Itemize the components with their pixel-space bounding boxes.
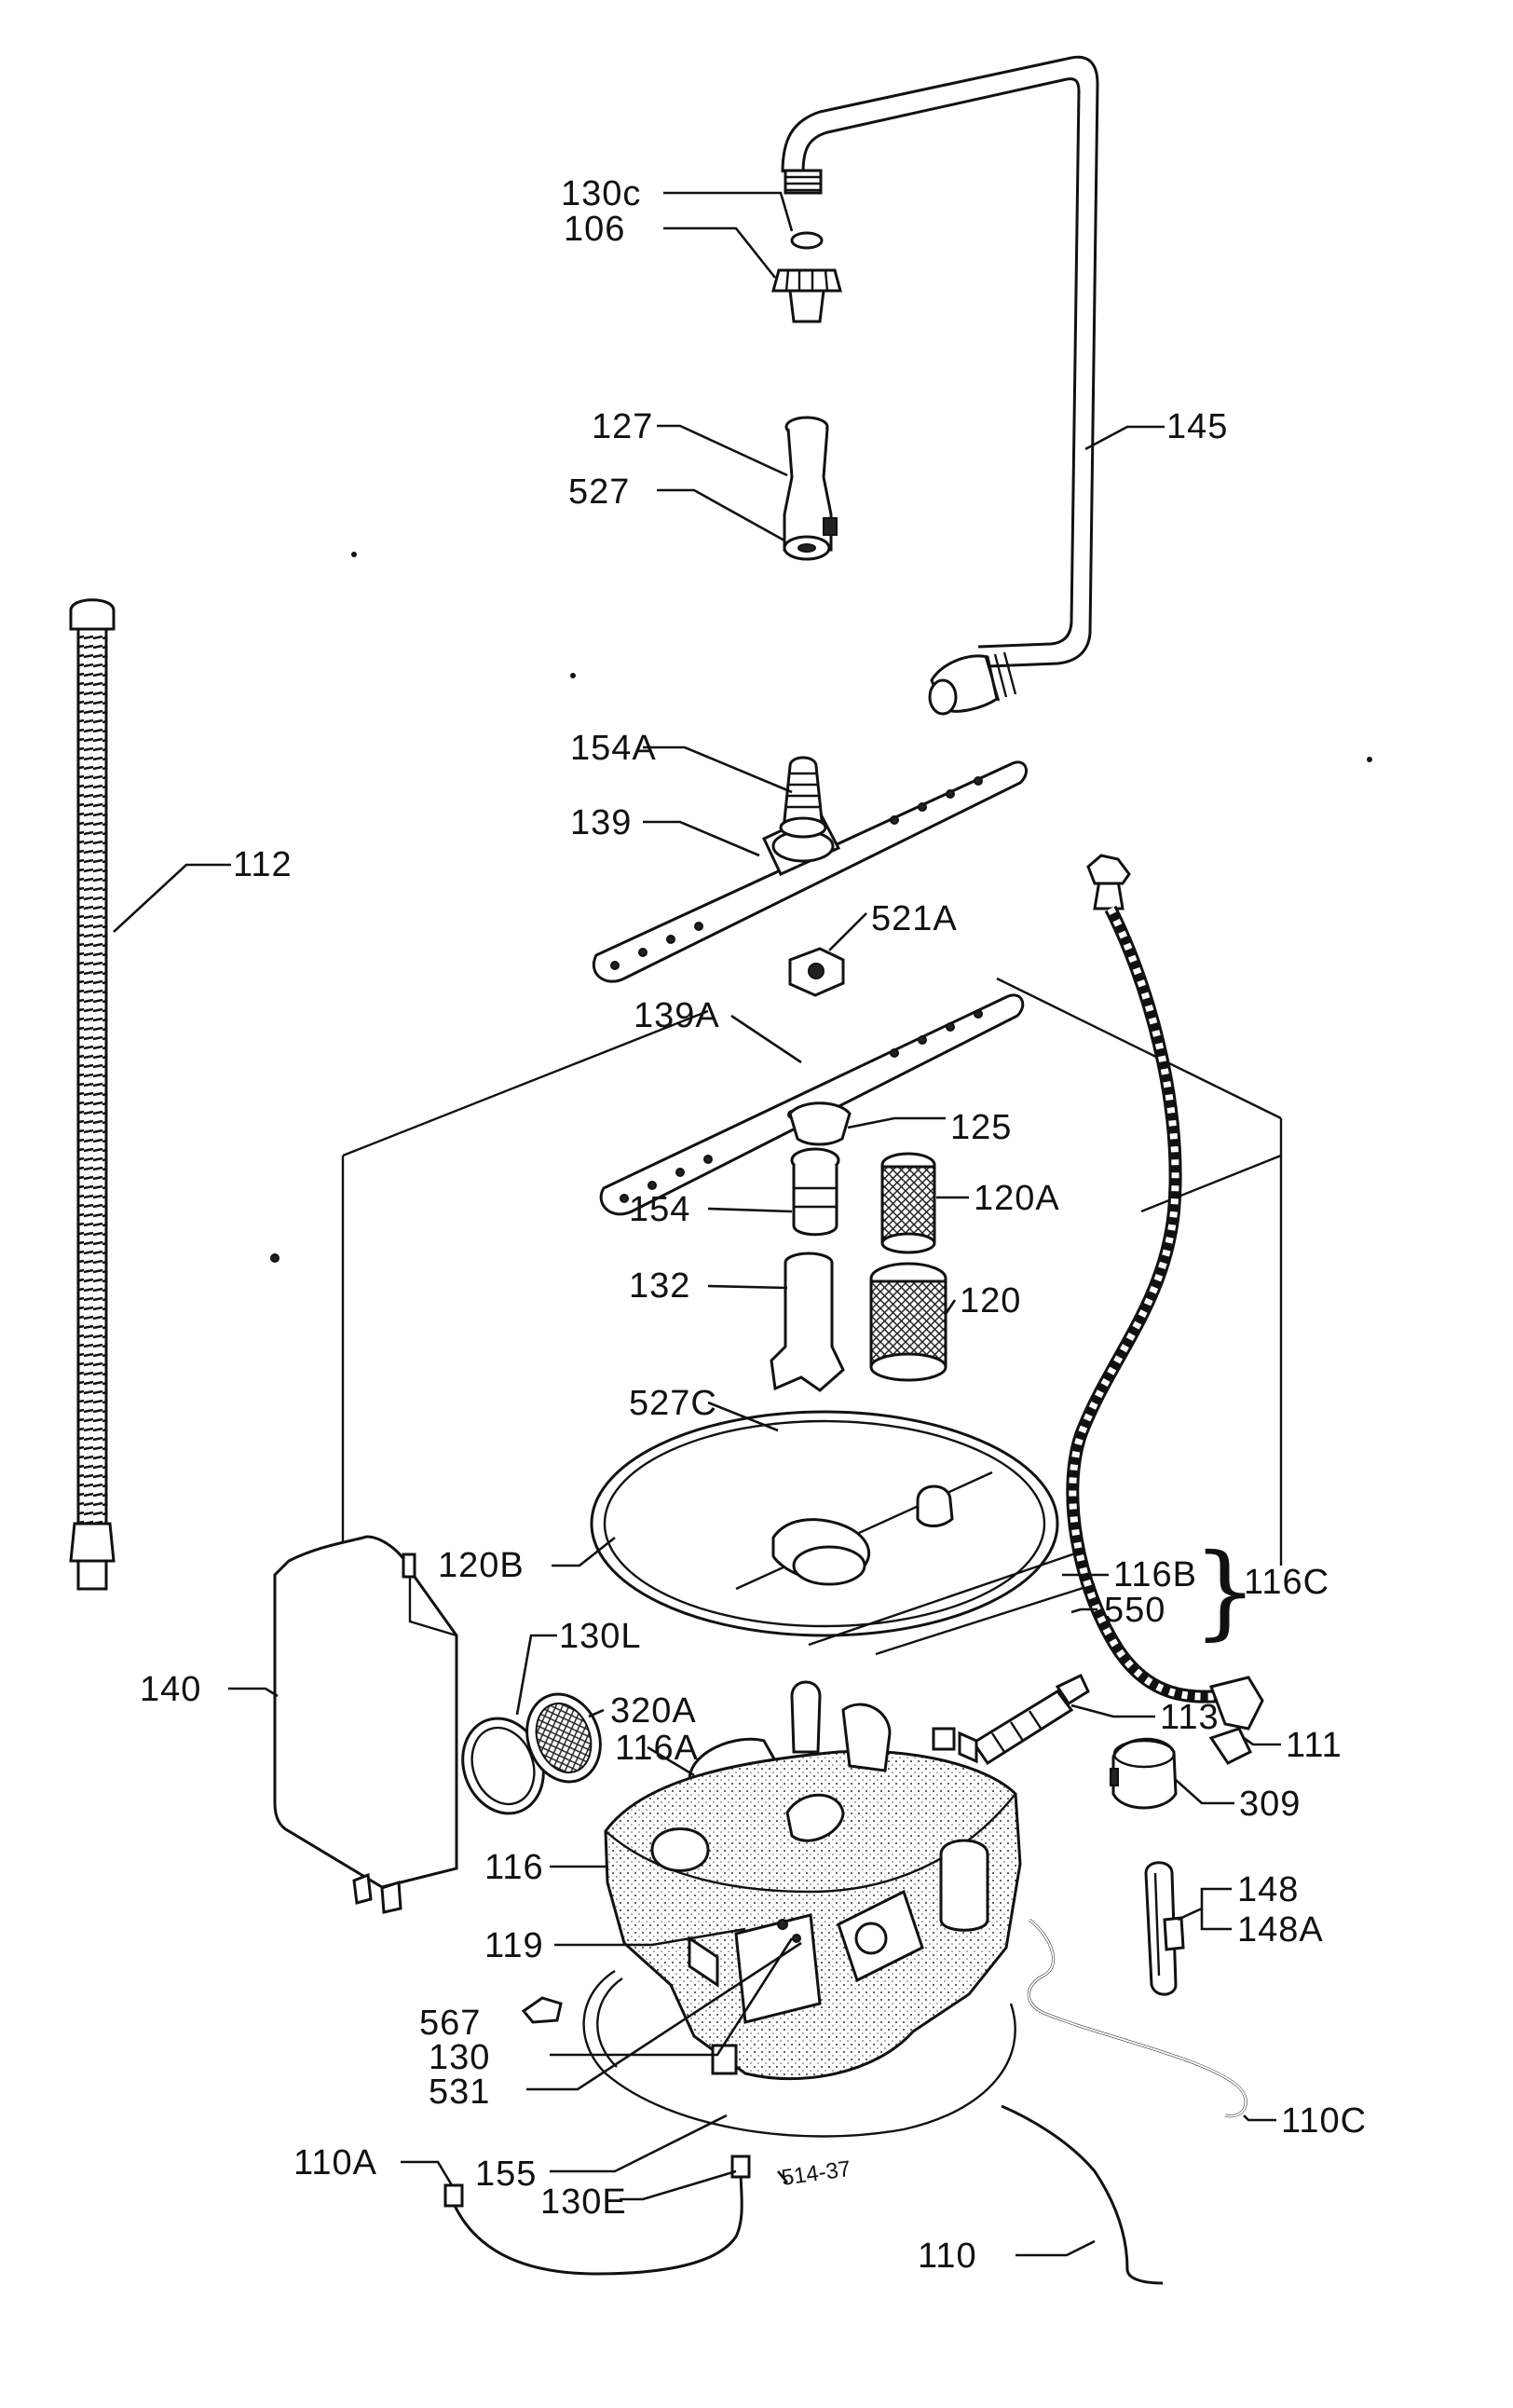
fine-filter-120a	[880, 1152, 936, 1254]
callout-127: 127	[592, 407, 653, 446]
speck	[1367, 757, 1372, 762]
upper-supply-tube	[781, 55, 1099, 716]
callout-120a: 120A	[974, 1179, 1060, 1218]
corrugated-hose-112	[69, 598, 116, 1591]
callout-140: 140	[140, 1670, 201, 1709]
tube-116b	[808, 1550, 1096, 1656]
callout-130: 130	[429, 2038, 490, 2077]
drawing-code: 514-37	[780, 2156, 852, 2191]
coarse-filter-120	[869, 1262, 947, 1382]
callout-labels: 130c 106 127 527 145 112 154A 139 521A 1…	[140, 174, 1367, 2276]
callout-148a: 148A	[1237, 1910, 1324, 1950]
callout-130l: 130L	[559, 1617, 642, 1656]
hose-110c	[1027, 1918, 1247, 2118]
seal-527	[783, 535, 831, 561]
callout-145: 145	[1166, 407, 1228, 446]
callout-116c: 116C	[1244, 1563, 1329, 1602]
callout-309: 309	[1239, 1785, 1301, 1824]
tub-outline	[341, 977, 1283, 1594]
nut-106	[771, 268, 842, 323]
inlet-hose-111	[1066, 854, 1264, 1765]
ring-130l	[461, 1717, 545, 1815]
callout-531: 531	[429, 2073, 490, 2112]
callout-110a: 110A	[293, 2143, 377, 2182]
pump-housing-116	[604, 1680, 1022, 2081]
callout-320a: 320A	[610, 1691, 697, 1731]
part-309	[1110, 1737, 1178, 1810]
hose-110a-end-left	[443, 2183, 464, 2208]
filter-plate-120b	[590, 1410, 1059, 1637]
clip-521a	[788, 947, 845, 997]
callout-116b: 116B	[1113, 1555, 1197, 1594]
part-567	[521, 1996, 563, 2024]
hose-110a-end-right	[730, 2155, 751, 2179]
speck	[351, 552, 357, 557]
bracket-116c: }	[1193, 1531, 1258, 1650]
callout-567: 567	[419, 2004, 481, 2043]
callout-125: 125	[950, 1108, 1012, 1147]
callout-154a: 154A	[570, 729, 657, 768]
callout-521a: 521A	[871, 899, 958, 938]
callout-155: 155	[475, 2155, 537, 2194]
callout-110: 110	[918, 2237, 977, 2276]
callout-139a: 139A	[634, 996, 720, 1035]
callout-106: 106	[564, 210, 625, 249]
callout-130e: 130E	[540, 2182, 627, 2222]
tube-end-nipple	[784, 169, 823, 195]
callout-111: 111	[1286, 1726, 1343, 1765]
callout-148: 148	[1237, 1870, 1299, 1909]
callout-112: 112	[233, 845, 293, 884]
callout-113: 113	[1160, 1698, 1220, 1737]
hose-110	[1001, 2104, 1164, 2285]
callout-132: 132	[629, 1266, 690, 1306]
tube-132	[770, 1252, 845, 1392]
callout-550: 550	[1104, 1591, 1165, 1630]
grill-320a	[525, 1692, 602, 1784]
clip-148	[1144, 1861, 1185, 1996]
callout-130c: 130c	[561, 174, 641, 213]
drain-pump-113	[932, 1673, 1090, 1766]
callout-527: 527	[568, 472, 630, 512]
coupling-127	[783, 416, 838, 552]
hose-110a	[450, 2170, 743, 2276]
callout-119: 119	[484, 1926, 544, 1965]
callout-154: 154	[629, 1190, 690, 1229]
callout-116: 116	[484, 1848, 544, 1887]
bearing-154	[790, 1147, 840, 1237]
callout-139: 139	[570, 803, 632, 842]
dispenser-140	[273, 1535, 458, 1914]
callout-110c: 110C	[1281, 2101, 1367, 2141]
leader-lines	[113, 191, 1281, 2257]
callout-527c: 527C	[629, 1384, 717, 1423]
speck	[270, 1253, 279, 1263]
retainer-125	[788, 1101, 852, 1146]
callout-116a: 116A	[615, 1729, 699, 1768]
callout-120b: 120B	[438, 1546, 525, 1585]
washer-130c	[790, 231, 824, 250]
callout-120: 120	[960, 1281, 1021, 1320]
speck	[570, 673, 576, 678]
bearing-154a	[779, 756, 827, 839]
